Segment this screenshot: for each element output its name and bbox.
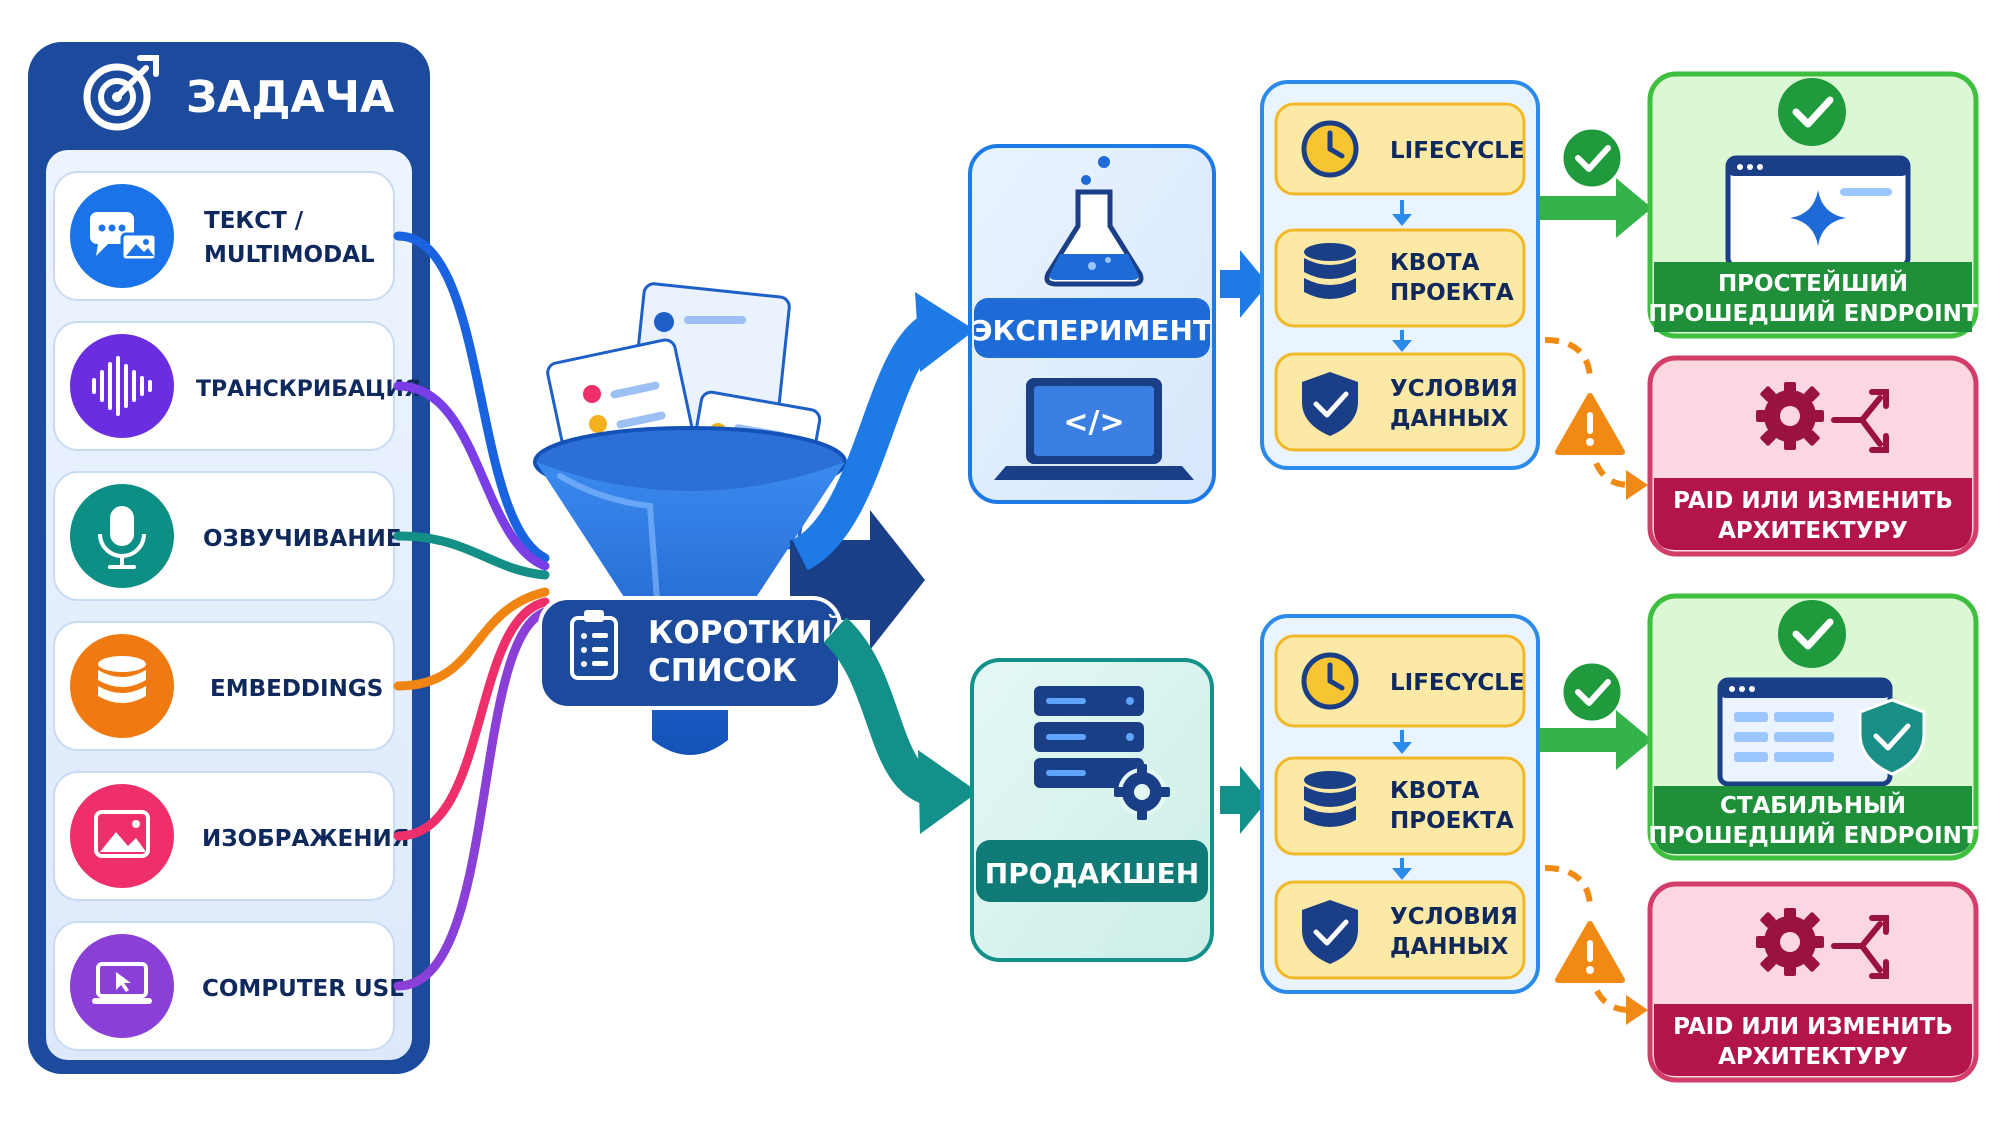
warning-icon: [1555, 921, 1625, 983]
outcome-label: СТАБИЛЬНЫЙ: [1720, 791, 1906, 819]
microphone-icon: [98, 506, 146, 569]
check-circle-icon: [1560, 660, 1624, 724]
laptop-cursor-icon: [92, 962, 152, 1004]
browser-sparkle-icon: [1725, 155, 1911, 269]
clipboard-list-icon: [570, 610, 618, 680]
task-item-label: ТРАНСКРИБАЦИЯ: [196, 377, 421, 402]
down-arrow-icon: [1392, 330, 1412, 352]
flask-icon: [1044, 156, 1144, 287]
shortlist-label-line2: СПИСОК: [648, 653, 797, 689]
experiment-outcome-arrows: [1540, 126, 1652, 500]
warning-icon: [1555, 393, 1625, 455]
experiment-failure-card: PAID ИЛИ ИЗМЕНИТЬ АРХИТЕКТУРУ: [1647, 355, 1979, 557]
gear-branch-icon: [1756, 382, 1889, 453]
shield-check-icon: [1302, 900, 1358, 964]
task-item-label: EMBEDDINGS: [210, 676, 383, 702]
gear-branch-icon: [1756, 908, 1889, 979]
check-label: ПРОЕКТА: [1390, 280, 1514, 306]
check-data-terms: УСЛОВИЯ ДАННЫХ: [1274, 880, 1526, 980]
task-item-transcription[interactable]: ТРАНСКРИБАЦИЯ: [53, 321, 421, 451]
outcome-label: АРХИТЕКТУРУ: [1718, 518, 1908, 544]
outcome-label: АРХИТЕКТУРУ: [1718, 1044, 1908, 1070]
branch-connectors: [791, 292, 978, 834]
check-label: LIFECYCLE: [1390, 670, 1525, 696]
check-quota: КВОТА ПРОЕКТА: [1274, 756, 1526, 856]
production-failure-card: PAID ИЛИ ИЗМЕНИТЬ АРХИТЕКТУРУ: [1647, 881, 1979, 1083]
task-item-computer-use[interactable]: COMPUTER USE: [53, 921, 405, 1051]
experiment-to-checks-arrow: [1220, 250, 1268, 318]
check-label: УСЛОВИЯ: [1390, 376, 1518, 402]
target-icon: [83, 55, 159, 131]
task-item-label: MULTIMODAL: [204, 242, 375, 268]
image-icon: [94, 810, 150, 858]
task-item-text-multimodal[interactable]: ТЕКСТ / MULTIMODAL: [53, 171, 395, 301]
experiment-success-card: ПРОСТЕЙШИЙ ПРОШЕДШИЙ ENDPOINT: [1647, 71, 1979, 339]
check-quota: КВОТА ПРОЕКТА: [1274, 228, 1526, 328]
shield-check-icon: [1302, 372, 1358, 436]
database-icon: [1304, 243, 1356, 299]
experiment-checks: LIFECYCLE КВОТА ПРОЕКТА УСЛОВИЯ ДАННЫХ: [1260, 80, 1540, 470]
check-label: КВОТА: [1390, 778, 1480, 804]
task-item-label: ИЗОБРАЖЕНИЯ: [202, 826, 409, 852]
clock-icon: [1301, 120, 1359, 178]
check-label: LIFECYCLE: [1390, 138, 1525, 164]
task-item-images[interactable]: ИЗОБРАЖЕНИЯ: [53, 771, 409, 901]
database-icon: [1304, 771, 1356, 827]
check-data-terms: УСЛОВИЯ ДАННЫХ: [1274, 352, 1526, 452]
shortlist-funnel: КОРОТКИЙ СПИСОК: [533, 282, 925, 755]
check-label: ДАННЫХ: [1390, 406, 1509, 432]
check-lifecycle: LIFECYCLE: [1274, 102, 1526, 196]
outcome-label: ПРОШЕДШИЙ ENDPOINT: [1648, 821, 1977, 849]
outcome-label: ПРОСТЕЙШИЙ: [1718, 269, 1908, 297]
outcome-label: ПРОШЕДШИЙ ENDPOINT: [1648, 299, 1977, 327]
check-label: КВОТА: [1390, 250, 1480, 276]
task-panel: ЗАДАЧА ТЕКСТ / MULTIMODAL: [28, 42, 430, 1074]
browser-shield-icon: [1717, 677, 1926, 787]
svg-text:</>: </>: [1063, 405, 1124, 440]
check-circle-icon: [1778, 78, 1846, 146]
task-item-label: ОЗВУЧИВАНИЕ: [203, 526, 402, 552]
down-arrow-icon: [1392, 200, 1412, 226]
check-label: ДАННЫХ: [1390, 934, 1509, 960]
database-icon: [98, 656, 146, 703]
production-checks: LIFECYCLE КВОТА ПРОЕКТА УСЛОВИЯ ДАННЫХ: [1260, 614, 1540, 994]
outcome-label: PAID ИЛИ ИЗМЕНИТЬ: [1673, 1014, 1953, 1040]
experiment-label: ЭКСПЕРИМЕНТ: [972, 314, 1212, 347]
chat-image-icon: [90, 212, 158, 262]
laptop-code-icon: </>: [994, 378, 1194, 480]
server-gear-icon: [1034, 686, 1170, 820]
check-label: УСЛОВИЯ: [1390, 904, 1518, 930]
branch-experiment: ЭКСПЕРИМЕНТ </>: [968, 144, 1216, 504]
outcome-label: PAID ИЛИ ИЗМЕНИТЬ: [1673, 488, 1953, 514]
production-success-card: СТАБИЛЬНЫЙ ПРОШЕДШИЙ ENDPOINT: [1647, 593, 1979, 861]
task-connectors: [393, 231, 550, 991]
down-arrow-icon: [1392, 730, 1412, 754]
task-title: ЗАДАЧА: [186, 72, 394, 123]
task-item-voiceover[interactable]: ОЗВУЧИВАНИЕ: [53, 471, 402, 601]
production-to-checks-arrow: [1220, 766, 1268, 834]
production-outcome-arrows: [1540, 660, 1652, 1025]
check-label: ПРОЕКТА: [1390, 808, 1514, 834]
task-item-label: COMPUTER USE: [202, 976, 405, 1002]
clock-icon: [1301, 652, 1359, 710]
task-item-label: ТЕКСТ /: [204, 208, 304, 234]
production-label: ПРОДАКШЕН: [985, 857, 1199, 890]
branch-production: ПРОДАКШЕН: [970, 658, 1214, 962]
check-lifecycle: LIFECYCLE: [1274, 634, 1526, 728]
shortlist-label-line1: КОРОТКИЙ: [648, 615, 847, 651]
sound-wave-icon: [92, 356, 152, 416]
task-item-embeddings[interactable]: EMBEDDINGS: [53, 621, 395, 751]
down-arrow-icon: [1392, 858, 1412, 880]
check-circle-icon: [1560, 126, 1624, 190]
check-circle-icon: [1778, 600, 1846, 668]
